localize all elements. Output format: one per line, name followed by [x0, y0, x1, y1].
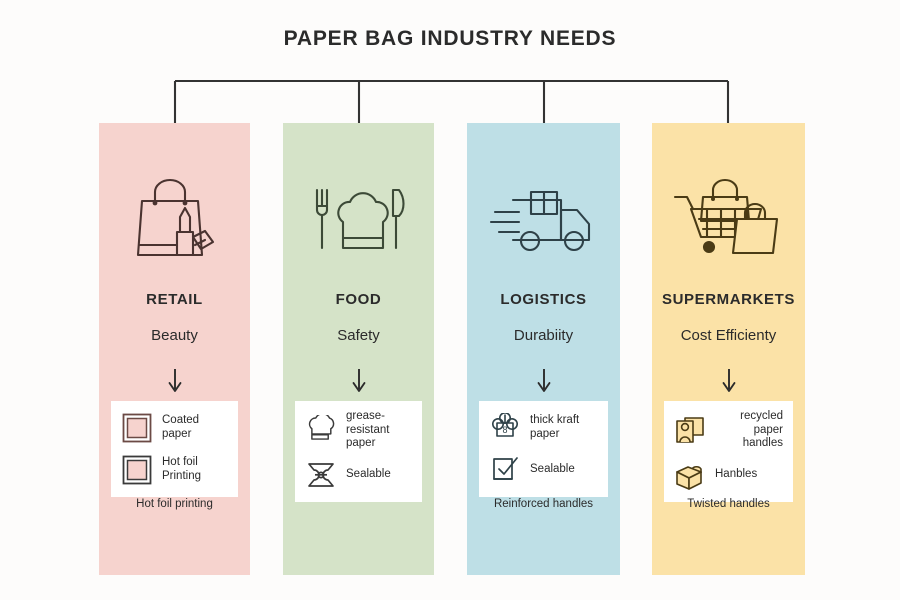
column-footer: Twisted handles — [687, 498, 770, 510]
column-subtitle: Durabiity — [513, 327, 574, 344]
feature-label: recycled paper handles — [740, 410, 783, 450]
feature-row: Sealable — [305, 457, 412, 493]
column-subtitle: Safety — [337, 327, 380, 344]
delivery-truck-icon — [467, 173, 620, 263]
feature-row: recycled paper handles — [674, 410, 783, 451]
shopping-cart-with-bags-icon — [652, 173, 805, 263]
column-footer: Reinforced handles — [493, 498, 594, 510]
page-title: PAPER BAG INDUSTRY NEEDS — [283, 27, 617, 50]
feature-row: Sealable — [489, 452, 598, 488]
feature-box: 8 thick kraft paper Sealable — [479, 401, 608, 497]
down-arrow-icon — [652, 368, 805, 396]
column-subtitle: Beauty — [151, 327, 198, 344]
down-arrow-icon — [99, 368, 250, 396]
fork-chef-hat-knife-icon — [283, 173, 434, 263]
feature-row: Hanbles — [674, 457, 783, 493]
feature-row: Hot foil Printing — [121, 452, 228, 488]
column-subtitle: Cost Efficienty — [680, 327, 777, 344]
box-with-handle-icon — [674, 459, 706, 491]
feature-label: Hanbles — [715, 467, 758, 480]
feature-box: Coated paper Hot foil Printing — [111, 401, 238, 497]
down-arrow-icon — [467, 368, 620, 396]
svg-text:8: 8 — [502, 425, 507, 435]
column-retail: RETAIL Beauty Coated paper — [99, 123, 250, 575]
column-supermarkets: SUPERMARKETS Cost Efficienty — [652, 123, 805, 575]
column-food: FOOD Safety grease-resistant paper — [283, 123, 434, 575]
sealed-wrapper-icon — [305, 459, 337, 491]
recycled-paper-person-icon — [674, 414, 706, 446]
feature-label: thick kraft paper — [530, 414, 580, 440]
column-title: LOGISTICS — [500, 291, 587, 308]
nested-square-icon — [121, 412, 153, 444]
shopping-bag-with-cosmetics-icon — [99, 173, 250, 263]
feature-label: Sealable — [530, 463, 575, 476]
down-arrow-icon — [283, 368, 434, 396]
chef-hat-icon — [305, 414, 337, 446]
column-title: RETAIL — [146, 291, 203, 308]
feature-row: Coated paper — [121, 410, 228, 446]
feature-row: 8 thick kraft paper — [489, 410, 598, 446]
column-footer: Hot foil printing — [136, 498, 213, 510]
feature-row: grease-resistant paper — [305, 410, 412, 451]
nested-square-icon — [121, 454, 153, 486]
feature-label: Coated paper — [162, 414, 200, 440]
feature-box: grease-resistant paper Sealable — [295, 401, 422, 502]
feature-label: Hot foil Printing — [162, 456, 201, 482]
feature-label: Sealable — [346, 467, 391, 480]
kraft-package-icon: 8 — [489, 412, 521, 444]
column-title: SUPERMARKETS — [661, 291, 796, 308]
feature-box: recycled paper handles Hanbles — [664, 401, 793, 502]
column-title: FOOD — [335, 291, 382, 308]
column-logistics: LOGISTICS Durabiity — [467, 123, 620, 575]
feature-label: grease-resistant paper — [346, 410, 390, 450]
checked-clipboard-icon — [489, 454, 521, 486]
